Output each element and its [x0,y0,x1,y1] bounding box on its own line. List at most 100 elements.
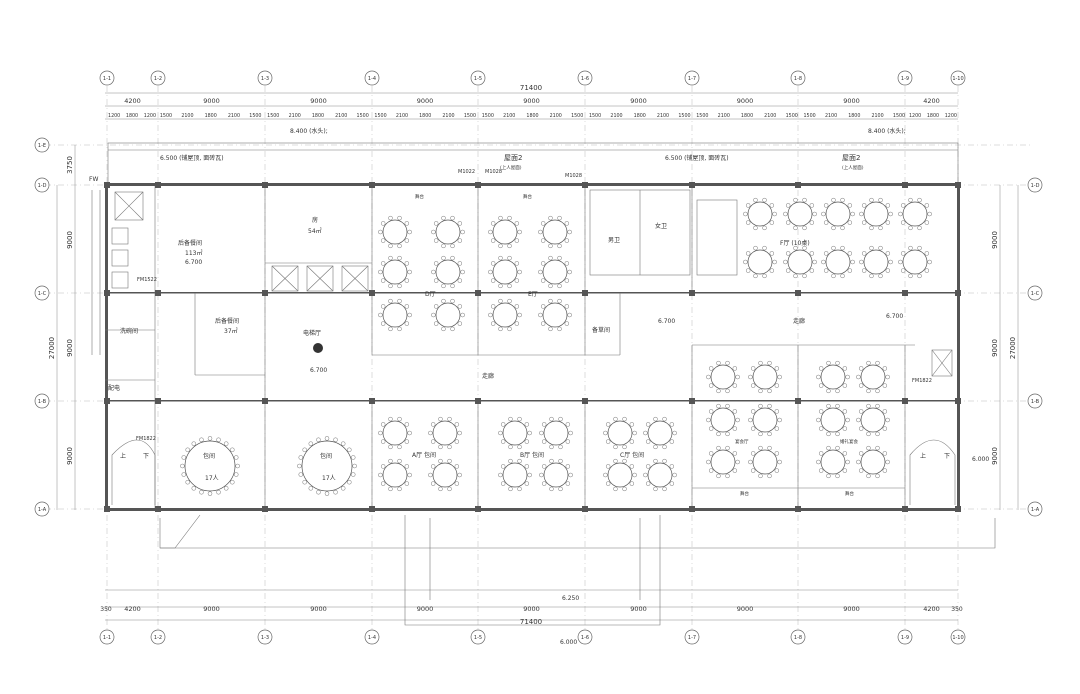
column-5-0 [582,182,588,188]
axis-bubble-top-1-7-label: 1-7 [688,76,696,82]
chair-10-5 [538,269,543,275]
chair-22-0 [927,259,932,265]
axis-bubble-left-1-D-circle [34,177,50,193]
stage-label-3: 舞台 [740,490,749,497]
chair-42-8 [875,360,880,366]
chair-47-9 [181,472,186,477]
chair-3-2 [397,283,402,289]
chair-5-2 [397,326,402,332]
chair-17-9 [924,203,930,208]
chair-12-1 [564,321,570,326]
chair-35-4 [708,383,714,388]
chair-34-9 [669,464,675,469]
chair-1-2 [397,243,402,249]
hall-b-label: B厅 包间 [520,451,544,459]
chair-27-9 [524,422,530,427]
chair-36-3 [758,388,763,394]
axis-bubble-left-1-E-circle [34,137,50,153]
chair-44-6 [858,409,864,414]
table-top-12 [542,302,568,328]
chair-24-0 [457,430,462,436]
sub-dimension-top-8: 1500 [249,113,261,119]
chair-37-3 [716,431,721,437]
table-top-17 [902,201,928,227]
chair-5-4 [380,321,386,326]
chair-15-8 [840,197,845,203]
table-top-8 [542,219,568,245]
chair-20-8 [840,245,845,251]
chair-3-3 [388,283,393,289]
chair-36-0 [777,374,782,380]
bottom-bay-6: 9000 [630,605,647,613]
left-total-dimension: 27000 [48,337,56,359]
chair-45-4 [818,468,824,473]
chair-42-0 [885,374,890,380]
chair-47-18 [230,447,235,453]
chair-46-5 [856,459,861,465]
chair-25-5 [378,472,383,478]
top-bay-5: 9000 [523,97,540,105]
chair-18-5 [743,259,748,265]
chair-5-8 [397,298,402,304]
sub-dimension-top-21: 1800 [526,113,538,119]
chair-17-4 [900,220,906,225]
chair-3-0 [407,269,412,275]
sub-dimension-top-32: 2100 [764,113,776,119]
chair-16-5 [859,211,864,217]
banquet-table-32 [643,416,677,450]
chair-33-4 [605,481,611,486]
sub-dimension-top-31: 1800 [741,113,753,119]
private-room-1-label: 包间 [203,452,215,460]
top-bay-8: 9000 [843,97,860,105]
axis-bubble-top-1-7-circle [684,70,700,86]
chair-38-4 [750,426,756,431]
chair-43-0 [845,417,850,423]
table-top-32 [647,420,673,446]
chair-27-4 [500,439,506,444]
sub-dimension-top-3: 1200 [144,113,156,119]
chair-39-7 [716,445,721,451]
chair-27-8 [517,416,522,422]
axis-bubble-bottom-1-8-label: 1-8 [794,635,802,641]
chair-48-8 [302,479,307,485]
table-top-16 [863,201,889,227]
banquet-table-48 [297,436,357,496]
chair-8-6 [540,221,546,226]
chair-43-6 [818,409,824,414]
chair-28-1 [565,439,571,444]
chair-14-2 [802,225,807,231]
elevation-bottom: 6.250 [562,595,579,602]
chair-14-8 [802,197,807,203]
table-top-21 [863,249,889,275]
chair-31-7 [613,416,618,422]
axis-bubble-top-1-9-circle [897,70,913,86]
banquet-table-3 [378,255,412,289]
chair-13-6 [745,203,751,208]
axis-bubble-left-1-C-circle [34,285,50,301]
column-4-3 [475,506,481,512]
chair-24-5 [428,430,433,436]
chair-27-1 [524,439,530,444]
sub-dimension-top-41: 1200 [945,113,957,119]
table-top-13 [747,201,773,227]
chair-33-7 [613,458,618,464]
chair-24-2 [447,444,452,450]
chair-36-4 [750,383,756,388]
chair-30-4 [541,481,547,486]
chair-9-9 [514,261,520,266]
chair-41-6 [818,366,824,371]
table-top-46 [860,449,886,475]
chair-39-2 [725,473,730,479]
banquet-table-5 [378,298,412,332]
chair-10-0 [567,269,572,275]
left-bay-1: 9000 [66,231,74,249]
chair-36-1 [774,383,780,388]
kitchen-b-area: 37㎡ [224,327,238,335]
chair-27-5 [498,430,503,436]
sub-dimension-top-35: 2100 [825,113,837,119]
banquet-table-31 [603,416,637,450]
chair-29-2 [517,486,522,492]
chair-6-7 [441,298,446,304]
chair-6-4 [433,321,439,326]
axis-bubble-right-1-B-label: 1-B [1031,399,1040,405]
